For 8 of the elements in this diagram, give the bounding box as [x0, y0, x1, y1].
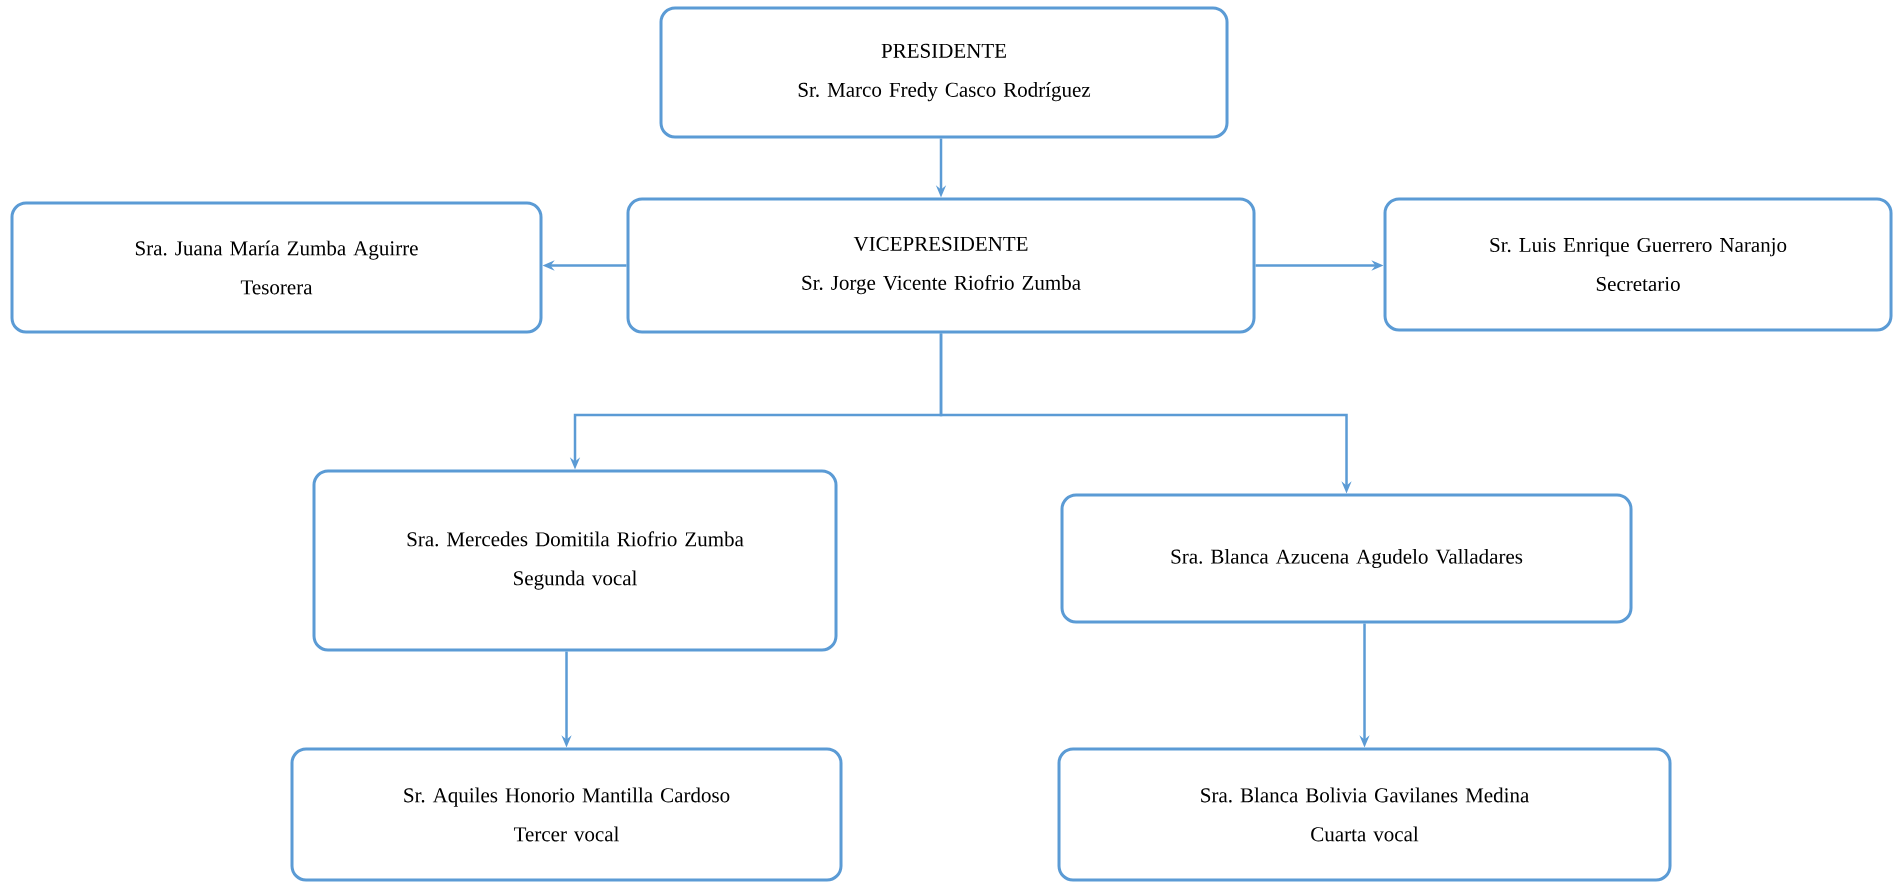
member-box: Sra. Juana María Zumba Aguirre Tesorera: [10, 201, 543, 334]
member-box: Sr. Aquiles Honorio Mantilla Cardoso Tercer vocal: [290, 747, 843, 882]
member-box: Sra. Blanca Azucena Agudelo Valladares: [1060, 493, 1633, 624]
member-box: Sra. Mercedes Domitila Riofrio Zumba Segunda vocal: [312, 469, 838, 652]
member-box: Sr. Luis Enrique Guerrero Naranjo Secretario: [1383, 197, 1893, 332]
member-box: Sra. Blanca Bolivia Gavilanes Medina Cuarta vocal: [1057, 747, 1672, 882]
member-box: VICEPRESIDENTE Sr. Jorge Vicente Riofrio Zumba: [626, 197, 1256, 334]
member-box: PRESIDENTE Sr. Marco Fredy Casco Rodríguez: [659, 6, 1229, 139]
